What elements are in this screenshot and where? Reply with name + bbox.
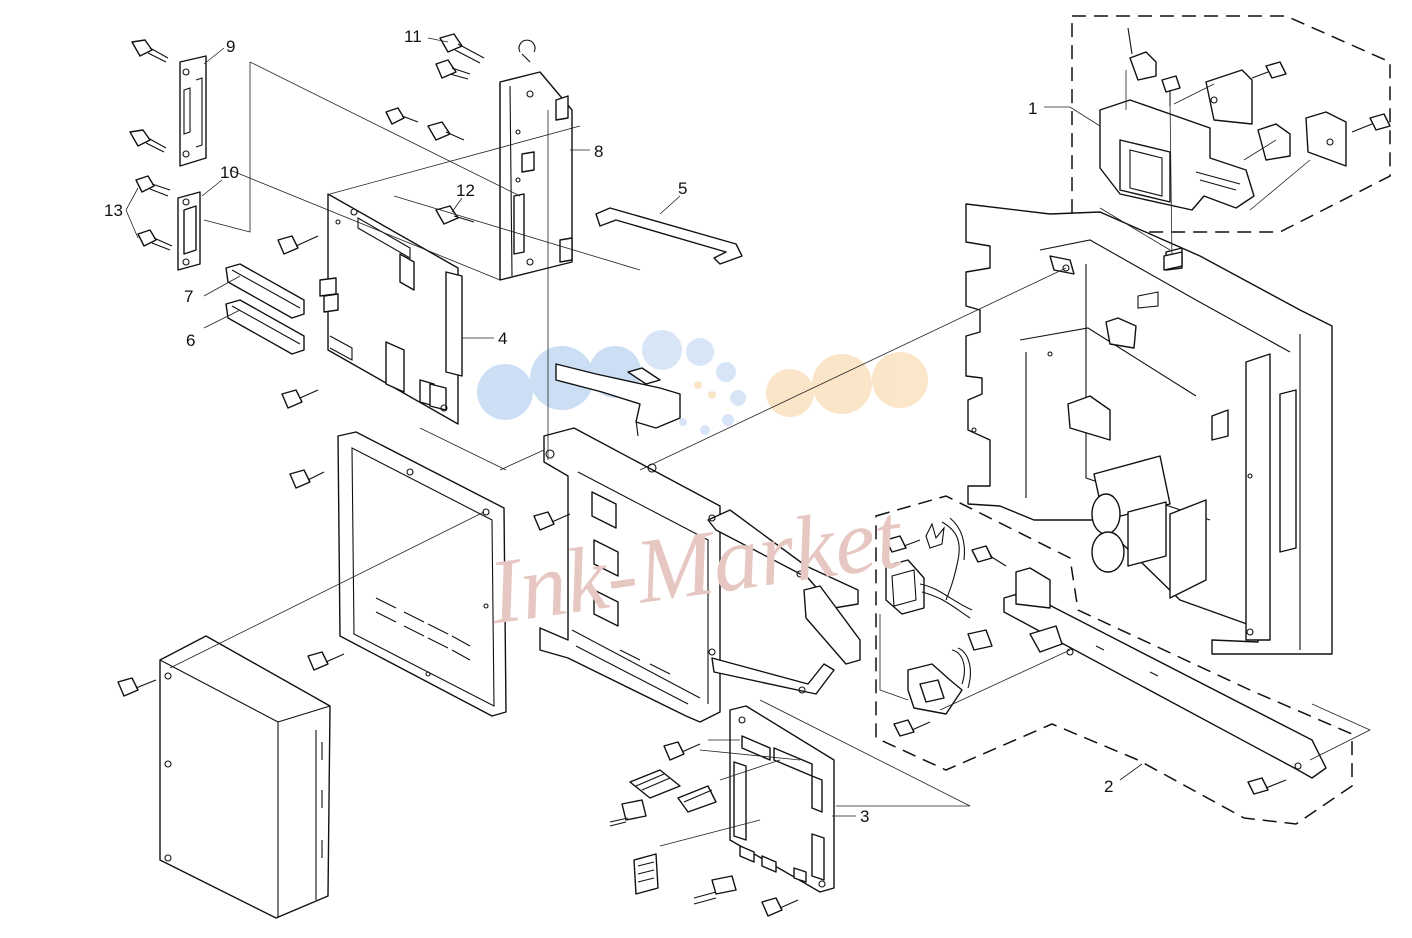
callouts: 1 2 3 4 5 6 7 8 9 10 11 12 13 <box>104 27 1113 826</box>
part-6-rail <box>225 299 305 355</box>
screw-icon <box>435 59 471 80</box>
screw-icon <box>761 897 799 917</box>
screw-icon <box>439 33 485 64</box>
reference-lines <box>169 61 1371 847</box>
callout-1: 1 <box>1028 99 1037 118</box>
screw-icon <box>533 511 571 531</box>
screw-icon <box>281 389 319 409</box>
part-sensor-stub <box>1163 251 1183 271</box>
part-1-sensor-assembly <box>1099 27 1347 211</box>
screw-icon <box>435 205 475 225</box>
callout-9: 9 <box>226 37 235 56</box>
part-4-control-board <box>319 193 463 425</box>
callout-5: 5 <box>678 179 687 198</box>
callout-2: 2 <box>1104 777 1113 796</box>
screw-icon <box>277 235 319 255</box>
cable-connector-icon <box>609 799 737 905</box>
callout-8: 8 <box>594 142 603 161</box>
callout-11: 11 <box>404 27 422 46</box>
screw-icon <box>289 469 325 489</box>
callout-12: 12 <box>456 181 475 200</box>
housing-box <box>159 635 331 919</box>
callout-13: 13 <box>104 201 123 220</box>
screw-icon <box>893 719 931 737</box>
part-3-interface-board <box>729 705 835 893</box>
assembly-2-outline <box>875 495 1353 825</box>
screw-icon <box>1351 113 1391 133</box>
part-9-bracket <box>179 55 207 167</box>
callout-4: 4 <box>498 329 507 348</box>
screw-icon <box>427 121 465 141</box>
screw-icon <box>385 107 419 125</box>
part-5-bar <box>595 207 743 265</box>
screw-icon <box>117 677 157 697</box>
screw-icon <box>131 39 169 63</box>
screw-icon <box>1251 61 1287 79</box>
chassis-frame <box>539 427 861 723</box>
screw-icon <box>885 535 921 553</box>
callout-7: 7 <box>184 287 193 306</box>
cover-plate <box>337 431 507 717</box>
clip-icon <box>518 39 536 63</box>
callout-10: 10 <box>220 163 239 182</box>
part-8-bracket <box>499 71 573 281</box>
screw-icon <box>663 741 701 761</box>
callout-6: 6 <box>186 331 195 350</box>
part-7-rail <box>225 263 305 319</box>
part-2-harness-assembly <box>885 517 1327 779</box>
screw-icon <box>129 129 167 153</box>
screw-icon <box>135 175 171 197</box>
part-10-connector <box>177 191 201 271</box>
callout-3: 3 <box>860 807 869 826</box>
card-part <box>555 363 681 437</box>
callout-leaders <box>125 37 1143 817</box>
screw-icon <box>1247 777 1287 795</box>
screw-icon <box>137 229 173 251</box>
screw-icon <box>971 545 1007 567</box>
screw-icon <box>307 651 345 671</box>
ribbon-cable-icon <box>629 769 717 895</box>
screw-icon <box>1161 75 1181 106</box>
watermark-logo <box>477 330 928 435</box>
